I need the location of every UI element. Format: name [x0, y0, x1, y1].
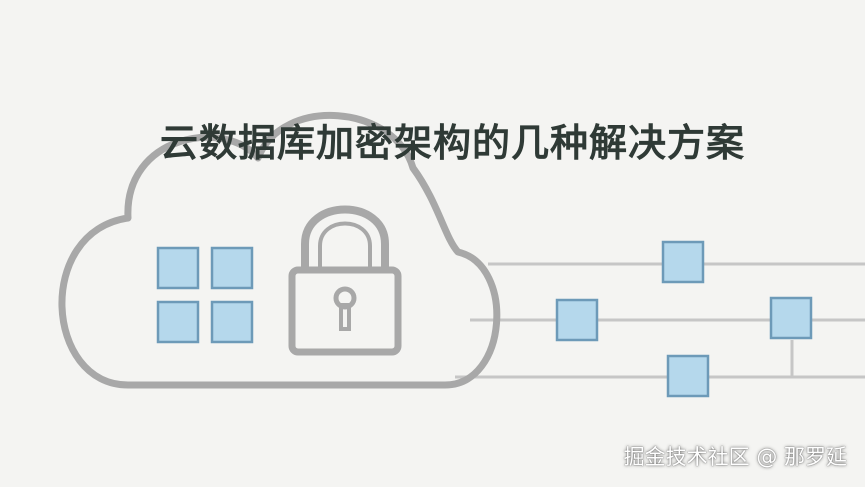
network-nodes — [555, 240, 813, 398]
keyhole-slot — [339, 303, 351, 331]
grid-square — [156, 246, 200, 290]
network-node-icon — [555, 298, 599, 342]
watermark: 掘金技术社区 @ 那罗延 — [623, 445, 847, 469]
grid-square — [156, 300, 200, 344]
network-node-icon — [661, 240, 705, 284]
grid-square — [210, 246, 254, 290]
cloud-icon — [58, 112, 501, 389]
network-node-icon — [666, 354, 710, 398]
padlock-shackle — [301, 205, 389, 270]
database-grid-icon — [156, 246, 254, 344]
padlock-body — [288, 266, 402, 356]
grid-square — [210, 300, 254, 344]
network-node-icon — [769, 296, 813, 340]
padlock-shackle-inner — [318, 221, 372, 270]
page-title: 云数据库加密架构的几种解决方案 — [160, 120, 746, 165]
padlock-icon — [288, 205, 402, 356]
